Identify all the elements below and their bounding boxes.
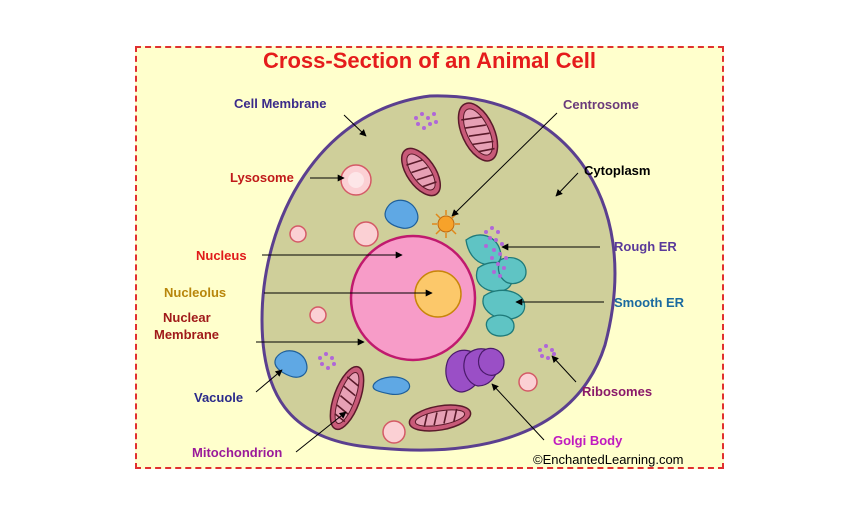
diagram-title: Cross-Section of an Animal Cell (263, 48, 596, 73)
label-ribosomes: Ribosomes (582, 384, 652, 399)
centrosome (432, 210, 460, 238)
label-nuclear-membrane-line2: Membrane (154, 327, 219, 342)
nucleus (349, 234, 477, 362)
credit-text: ©EnchantedLearning.com (533, 452, 684, 467)
mitochondrion-top-left (400, 147, 442, 197)
label-mitochondrion: Mitochondrion (192, 445, 282, 460)
golgi-body (445, 347, 505, 393)
label-lysosome: Lysosome (230, 170, 294, 185)
lysosome (289, 164, 538, 444)
mitochondrion-top-right (457, 102, 499, 162)
mitochondrion-bottom-left (329, 365, 365, 431)
label-nuclear-membrane-line1: Nuclear (163, 310, 211, 325)
vacuole (274, 199, 419, 395)
ribosome-cluster (318, 112, 556, 370)
label-rough-er: Rough ER (614, 239, 677, 254)
rough-er-ribosomes (484, 226, 508, 278)
label-smooth-er: Smooth ER (614, 295, 685, 310)
nucleolus (414, 270, 462, 318)
label-golgi-body: Golgi Body (553, 433, 623, 448)
label-cytoplasm: Cytoplasm (584, 163, 650, 178)
label-nucleus: Nucleus (196, 248, 247, 263)
label-vacuole: Vacuole (194, 390, 243, 405)
pointer-lines (255, 112, 604, 453)
mitochondrion-bottom-center (408, 404, 472, 432)
label-centrosome: Centrosome (563, 97, 639, 112)
label-cell-membrane: Cell Membrane (234, 96, 326, 111)
lysosome-highlight (348, 172, 364, 188)
label-nucleolus: Nucleolus (164, 285, 226, 300)
